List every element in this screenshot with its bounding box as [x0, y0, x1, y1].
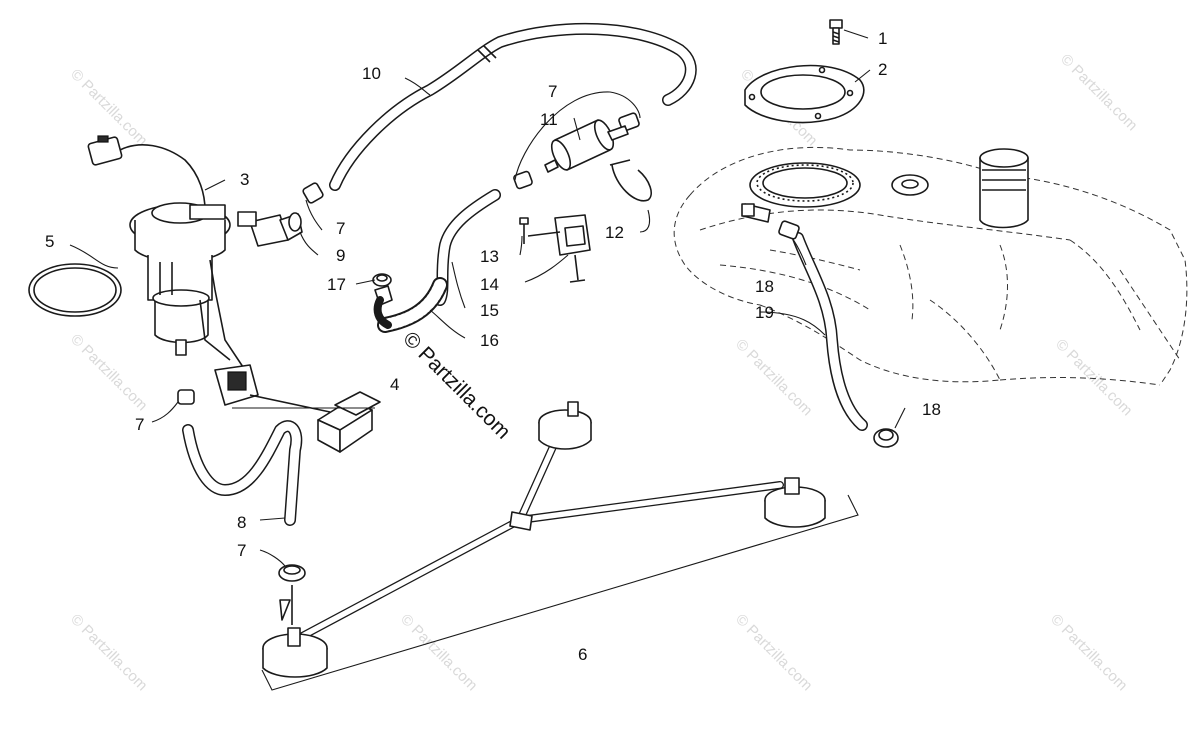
- hose-8: [182, 420, 303, 526]
- callout-3: 3: [240, 170, 249, 189]
- watermark-tile: © Partzilla.com: [67, 66, 150, 149]
- callout-19: 19: [755, 303, 774, 322]
- hose-19: [792, 232, 868, 431]
- bracket-14: [527, 214, 591, 283]
- callout-1: 1: [878, 29, 887, 48]
- gasket-part: [744, 64, 865, 124]
- callout-7-lower: 7: [237, 541, 246, 560]
- clamp-7-filter: [513, 170, 533, 190]
- connector-9: [237, 211, 303, 247]
- callout-4: 4: [390, 375, 399, 394]
- callout-15: 15: [480, 301, 499, 320]
- callout-7-top: 7: [548, 82, 557, 101]
- fuel-tank-outline: [673, 147, 1188, 386]
- watermark-tile: © Partzilla.com: [1047, 611, 1130, 694]
- watermark-tile: © Partzilla.com: [732, 336, 815, 419]
- callout-9: 9: [336, 246, 345, 265]
- clamp-7-pump: [177, 389, 195, 405]
- callout-5: 5: [45, 232, 54, 251]
- callout-2: 2: [878, 60, 887, 79]
- clamp-18-upper: [778, 220, 800, 240]
- watermark-tile: © Partzilla.com: [1057, 51, 1140, 134]
- callout-6: 6: [578, 645, 587, 664]
- callout-11: 11: [540, 110, 558, 129]
- screw-part: [829, 19, 843, 45]
- screw-13: [519, 217, 529, 244]
- watermark-tile: © Partzilla.com: [67, 331, 150, 414]
- callout-8: 8: [237, 513, 246, 532]
- clip-12: [609, 159, 652, 202]
- fuel-filter: [544, 119, 629, 173]
- hose-10: [329, 22, 697, 191]
- callout-17: 17: [327, 275, 346, 294]
- clamp-7-lower: [278, 564, 306, 582]
- clamp-18-lower: [873, 428, 899, 448]
- watermark-tile: © Partzilla.com: [67, 611, 150, 694]
- callout-7-pump: 7: [135, 415, 144, 434]
- o-ring-5: [28, 263, 122, 317]
- clamp-7-hose10: [302, 182, 324, 204]
- callout-10: 10: [362, 64, 381, 83]
- clamp-17: [372, 273, 392, 287]
- watermark-tile: © Partzilla.com: [397, 611, 480, 694]
- callout-14: 14: [480, 275, 499, 294]
- pickup-assembly-6: [261, 401, 859, 691]
- callout-18-upper: 18: [755, 277, 774, 296]
- callout-18-lower: 18: [922, 400, 941, 419]
- fuel-pump-assembly: [87, 135, 331, 413]
- callout-13: 13: [480, 247, 499, 266]
- callout-labels: 1 2 3 4 5 6 7 7 7 7 8 9 10 11 12 13 14 1…: [45, 29, 941, 664]
- sleeve-16: [373, 277, 448, 333]
- harness-4: [317, 391, 381, 453]
- callout-7-hose: 7: [336, 219, 345, 238]
- leader-lines: [69, 29, 906, 567]
- watermark-tile: © Partzilla.com: [732, 611, 815, 694]
- callout-16: 16: [480, 331, 499, 350]
- callout-12: 12: [605, 223, 624, 242]
